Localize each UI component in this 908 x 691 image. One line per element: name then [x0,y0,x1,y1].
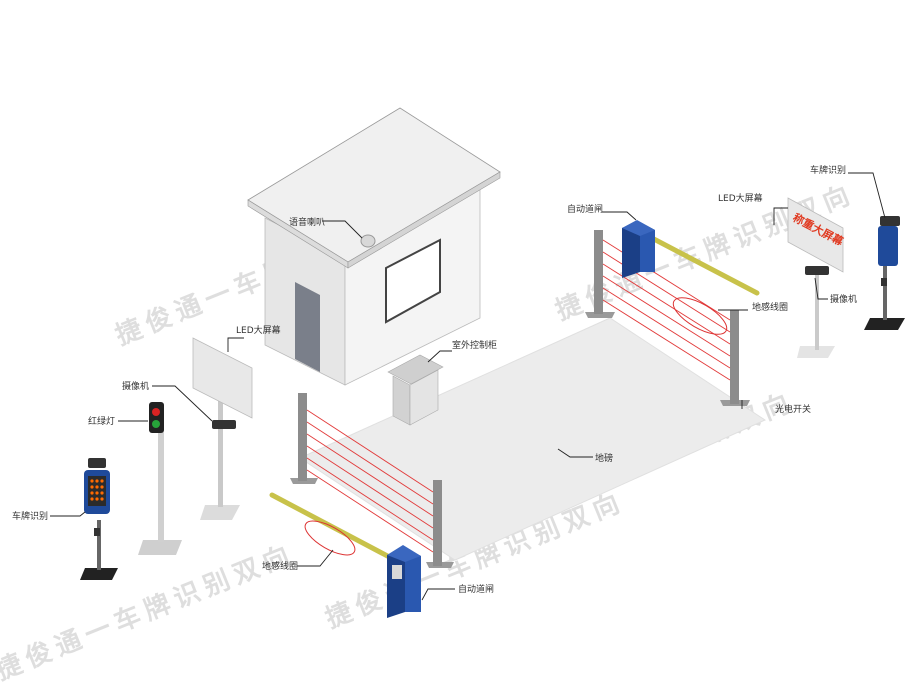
plate-recognition-left [80,458,118,580]
label-voice-horn: 语音喇叭 [289,216,325,228]
light-curtain-front [290,393,454,568]
red-lamp [152,408,160,416]
label-weighbridge: 地磅 [595,452,613,464]
labels: 语音喇叭 LED大屏幕 摄像机 红绿灯 车牌识别 室外控制柜 自动道闸 LED大… [12,164,857,595]
voice-horn-speaker [360,234,376,248]
label-photo-switch: 光电开关 [775,403,811,415]
plate-recognition-right [864,216,905,330]
weighbridge-platform [298,317,767,561]
label-ground-coil-bottom: 地感线圈 [262,560,298,572]
label-ground-coil-top: 地感线圈 [752,301,788,313]
leader-lines [50,172,886,601]
label-camera-right: 摄像机 [830,293,857,305]
auto-gate-top [622,220,760,335]
green-lamp [152,420,160,428]
traffic-light [138,402,182,555]
led-screen-left [192,337,253,520]
label-led-screen-left: LED大屏幕 [236,324,281,336]
booth-door [295,282,320,372]
guard-booth [247,107,501,386]
barrier-arm-top [647,234,760,296]
watermark-5: 捷俊通一车牌识别双向 [0,538,299,687]
outdoor-cabinet [387,354,444,426]
booth-window [385,238,441,324]
ground-coil-top-loop [672,297,728,335]
label-auto-gate-bottom: 自动道闸 [458,583,494,595]
auto-gate-bottom [269,492,421,618]
label-led-screen-right: LED大屏幕 [718,192,763,204]
label-plate-recognition-right: 车牌识别 [810,164,846,176]
camera-right-body [805,266,829,275]
camera-left-body [212,420,236,429]
led-screen-right: 称重大屏幕 [787,197,847,358]
ground-coil-bottom-loop [304,520,356,556]
label-auto-gate-top: 自动道闸 [567,203,603,215]
label-camera-left: 摄像机 [122,380,149,392]
label-traffic-light: 红绿灯 [88,415,115,427]
label-plate-recognition-left: 车牌识别 [12,510,48,522]
label-outdoor-cabinet: 室外控制柜 [452,339,497,351]
